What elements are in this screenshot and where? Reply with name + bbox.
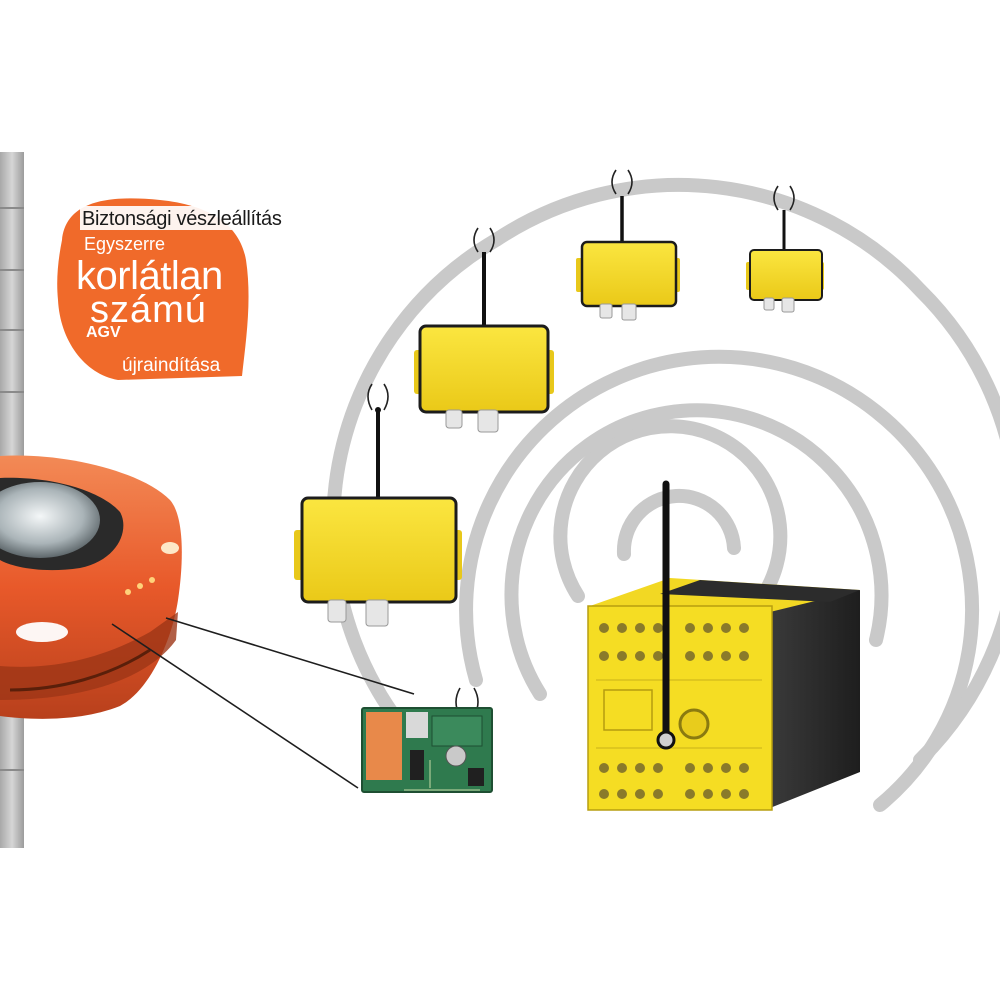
connector-lines — [111, 617, 415, 789]
relay-top-dark — [660, 580, 860, 602]
callout-headline: Biztonsági vészleállítás — [82, 208, 282, 230]
signal-ring-3 — [504, 403, 889, 701]
agv-scanner-lens — [0, 482, 100, 558]
relay-reset-knob — [678, 708, 710, 740]
callout-headline-band — [80, 206, 320, 230]
relay-side — [770, 590, 860, 808]
relay-terminals-top — [599, 623, 749, 661]
relay-front — [587, 605, 773, 811]
pole-marks — [0, 207, 24, 771]
signal-ring-4 — [459, 349, 980, 812]
callout-line-4: AGV — [86, 324, 121, 341]
radio-wave-icon — [611, 169, 633, 195]
agv-side-light — [161, 542, 179, 554]
agv-vehicle — [0, 455, 182, 719]
radio-receiver-1 — [294, 383, 462, 627]
signal-ring-1 — [616, 489, 741, 561]
callout-line-2: korlátlan — [76, 254, 223, 298]
signal-ring-2 — [553, 419, 788, 607]
callout-line-3: számú — [90, 289, 207, 331]
callout-line-1: Egyszerre — [84, 234, 166, 254]
callout-line-5: újraindítása — [122, 355, 221, 376]
safety-relay-controller — [587, 480, 860, 811]
radio-wave-icon — [473, 227, 495, 253]
callout-bubble — [57, 198, 249, 380]
radio-receiver-4 — [746, 185, 824, 313]
relay-terminals-bottom — [599, 763, 749, 799]
pcb-transmitter-board — [361, 687, 493, 793]
radio-wave-icon — [773, 185, 795, 211]
agv-indicator-leds — [125, 577, 155, 595]
agv-bumper — [0, 612, 178, 700]
agv-front-light — [16, 622, 68, 642]
radio-wave-icon — [367, 383, 389, 411]
radio-receiver-2 — [414, 227, 554, 433]
radio-receiver-3 — [576, 169, 680, 321]
